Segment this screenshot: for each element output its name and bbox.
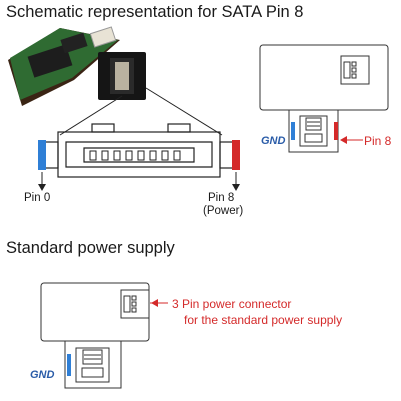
zoom-line-left	[60, 96, 122, 135]
module-sata-pins	[115, 62, 129, 90]
pin8-callout-label: Pin 8	[364, 134, 391, 148]
section-title-standard: Standard power supply	[6, 239, 175, 258]
sata-module-photo	[8, 27, 146, 106]
pin8-callout-arrow	[340, 136, 347, 144]
pin0-marker	[38, 140, 46, 170]
connector-callout-line2: for the standard power supply	[184, 313, 342, 327]
bottom-gnd-marker	[67, 354, 71, 376]
gnd-label-top: GND	[261, 135, 285, 147]
pin8-power-label: (Power)	[203, 205, 243, 217]
connector-callout-line1: 3 Pin power connector	[172, 297, 291, 311]
pin0-arrow-head	[38, 184, 46, 191]
gnd-label-bottom: GND	[30, 369, 54, 381]
connector-latch-left	[92, 124, 114, 132]
section-title-pin8: Schematic representation for SATA Pin 8	[6, 3, 303, 22]
pin0-label: Pin 0	[24, 192, 50, 204]
zoom-line-right	[146, 88, 222, 135]
connector-latch-right	[168, 124, 190, 132]
gnd-pin-marker	[291, 122, 295, 140]
pin8-marker	[232, 140, 240, 170]
connector-body-outer	[58, 132, 220, 177]
bottom-power-connector	[121, 290, 149, 318]
module-outline-bottom	[41, 283, 149, 388]
connector-callout-arrow	[151, 299, 158, 307]
pin8-label: Pin 8	[208, 192, 234, 204]
pin8-arrow-head	[232, 184, 240, 191]
sata-connector-schematic	[40, 124, 238, 177]
pin8-pin-marker	[334, 122, 338, 140]
module-outline-power-connector	[341, 56, 369, 84]
connector-body-inner	[66, 142, 212, 167]
